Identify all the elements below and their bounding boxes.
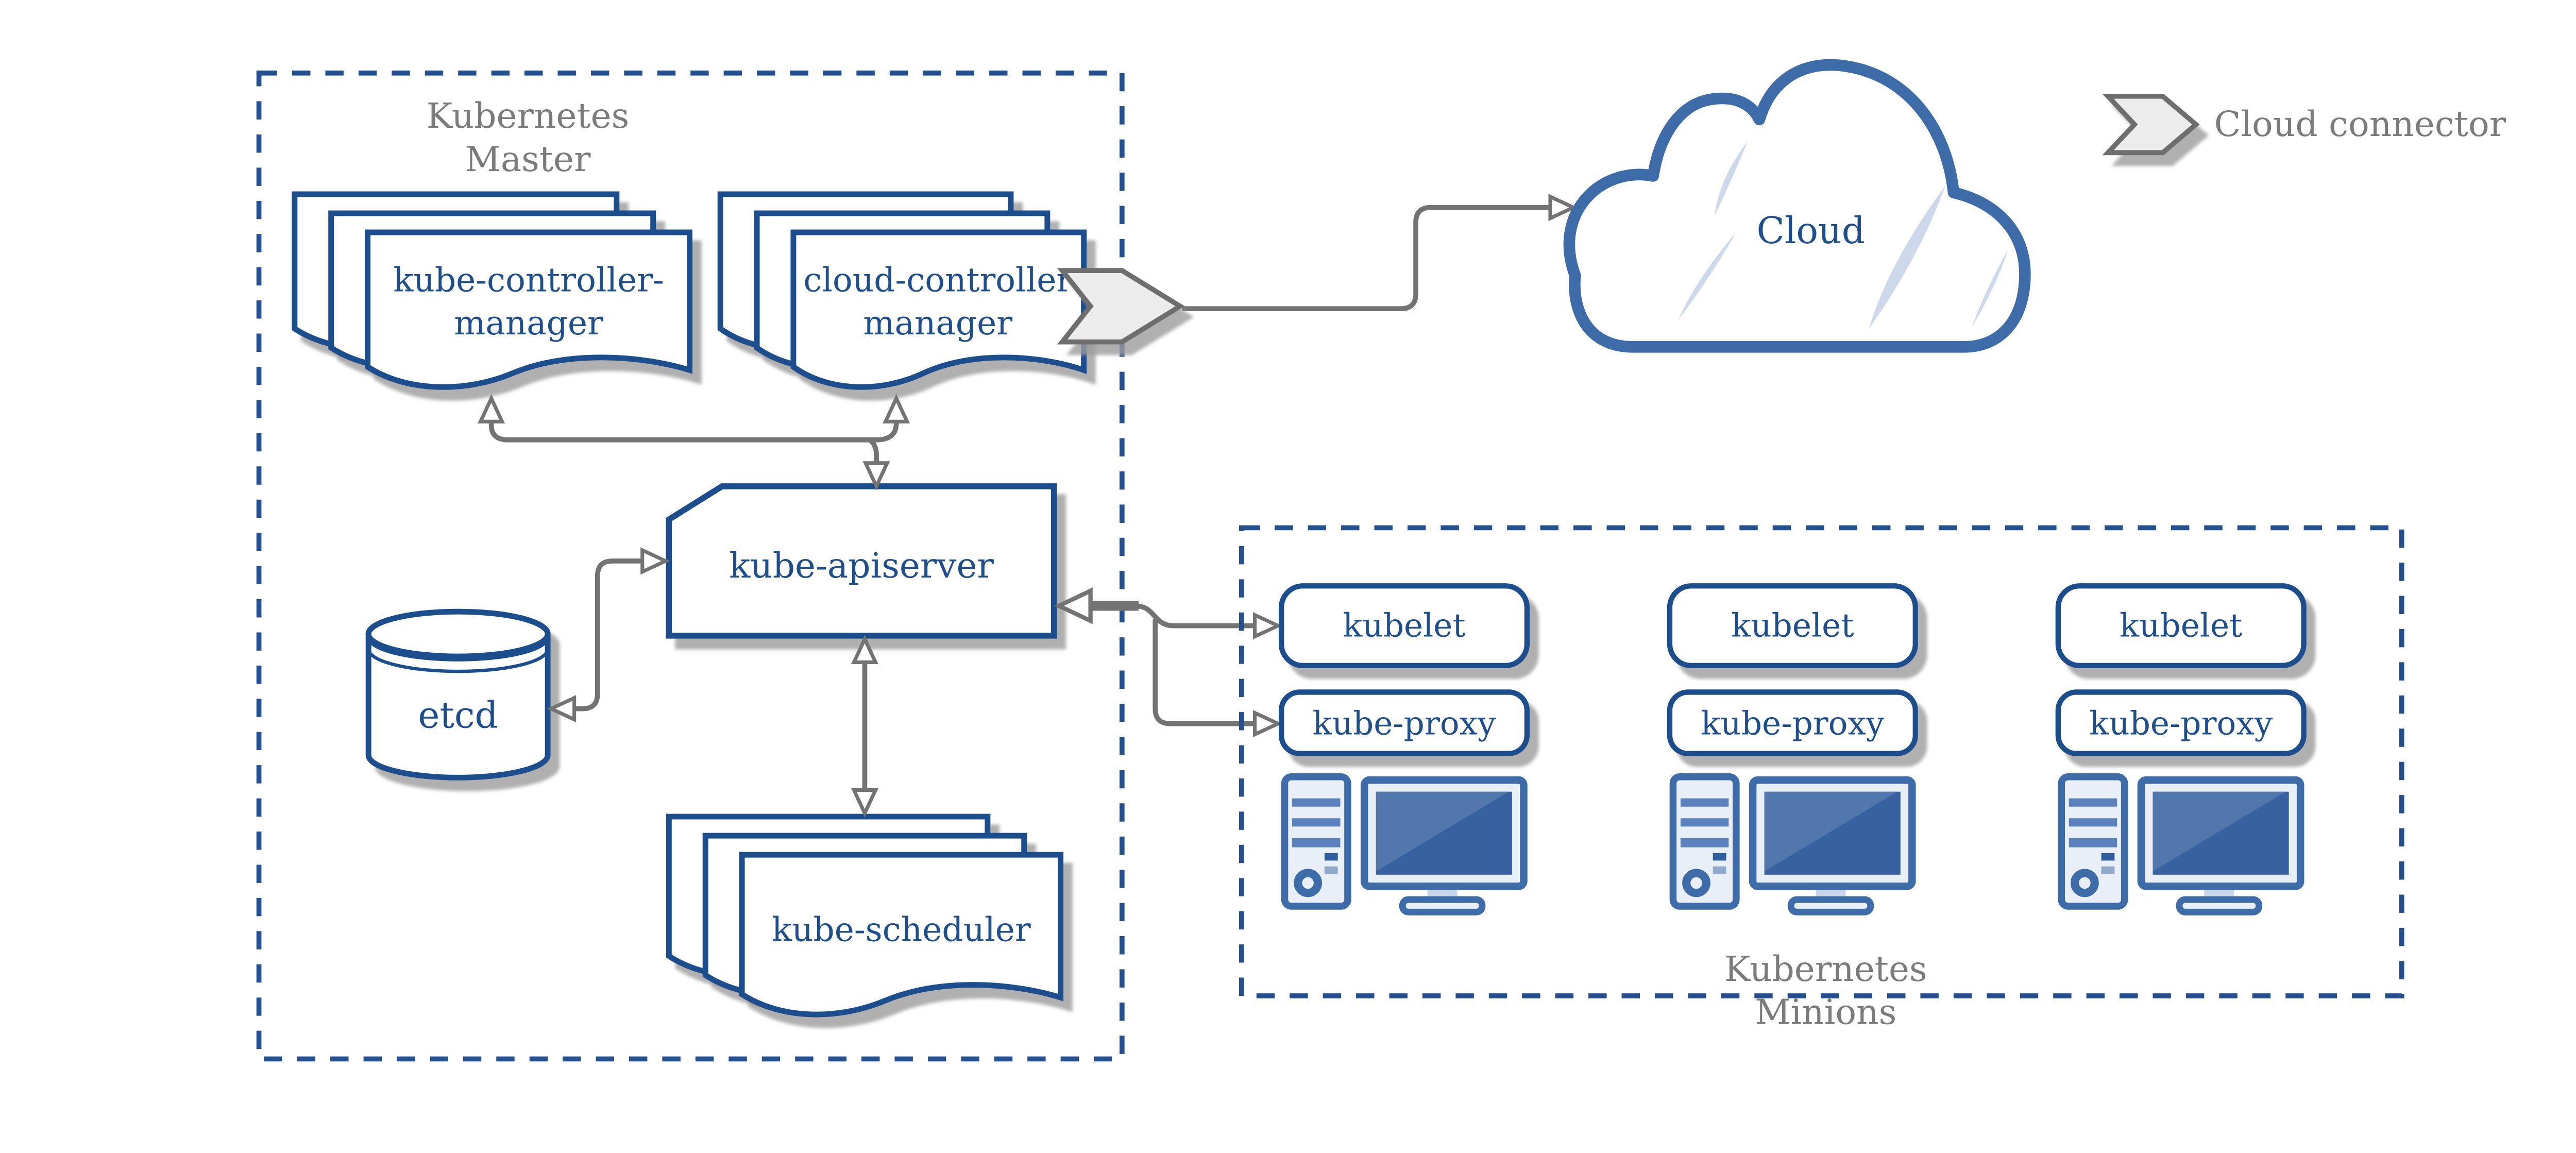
cloud-controller-manager-node: cloud-controller manager bbox=[720, 194, 1084, 387]
apiserver-kubeproxy-connector bbox=[1153, 619, 1255, 726]
kube-apiserver-shape bbox=[666, 483, 1057, 639]
kube-proxy-label-3: kube-proxy bbox=[2089, 705, 2273, 742]
controller-managers-connector bbox=[488, 405, 899, 443]
arrowhead-down-kube-apiserver bbox=[862, 461, 890, 491]
cloud-label: Cloud bbox=[1757, 209, 1866, 252]
kubernetes-master-title-line1: Kubernetes bbox=[427, 95, 630, 136]
etcd-ring-1 bbox=[366, 637, 550, 662]
arrowhead-right-cloud bbox=[1548, 194, 1578, 222]
kube-scheduler-label: kube-scheduler bbox=[772, 911, 1031, 949]
kubernetes-minions-group: kubelet kube-proxy kubelet kube-proxy ku… bbox=[1239, 525, 2404, 1032]
computer-icon-1 bbox=[1285, 777, 1524, 912]
cloud-controller-manager-label-line2: manager bbox=[863, 304, 1012, 343]
minion-node-2: kubelet kube-proxy bbox=[1667, 583, 1918, 912]
diagram-canvas: Kubernetes Master kube-controller- manag… bbox=[256, 59, 2506, 1062]
etcd-node: etcd bbox=[365, 608, 551, 781]
kubernetes-minions-title-line1: Kubernetes bbox=[1724, 948, 1927, 989]
kube-controller-manager-label-line1: kube-controller- bbox=[393, 261, 664, 299]
arrowhead-up-apiserver-bottom bbox=[851, 634, 878, 664]
cloud-connector-chevron-icon bbox=[1057, 268, 1185, 345]
kube-controller-manager-label-line2: manager bbox=[454, 304, 603, 343]
apiserver-kubelet-connector bbox=[1135, 603, 1255, 629]
kubelet-box-2 bbox=[1667, 583, 1918, 669]
minion-node-3: kubelet kube-proxy bbox=[2055, 583, 2307, 912]
arrowhead-right-kubelet bbox=[1253, 612, 1283, 640]
etcd-apiserver-connector bbox=[554, 558, 642, 711]
arrowhead-up-kube-controller-manager bbox=[478, 394, 505, 423]
kubelet-label-1: kubelet bbox=[1343, 606, 1465, 644]
kube-scheduler-node: kube-scheduler bbox=[669, 817, 1060, 1014]
kubernetes-minions-boundary bbox=[1239, 525, 2404, 998]
kubernetes-architecture-diagram: Kubernetes Master kube-controller- manag… bbox=[256, 59, 2506, 1062]
arrowhead-right-kube-apiserver bbox=[640, 547, 670, 575]
computer-icon-2 bbox=[1673, 777, 1912, 912]
arrowhead-left-etcd bbox=[547, 695, 577, 723]
kubelet-box-1 bbox=[1278, 583, 1530, 669]
arrowhead-right-kube-proxy bbox=[1253, 710, 1283, 738]
kube-proxy-box-1 bbox=[1278, 689, 1530, 756]
arrowhead-left-kube-apiserver bbox=[1054, 587, 1093, 624]
kubelet-label-2: kubelet bbox=[1731, 606, 1854, 644]
arrowhead-down-kube-scheduler bbox=[851, 788, 878, 818]
connectors bbox=[478, 194, 1578, 818]
kube-apiserver-label: kube-apiserver bbox=[729, 545, 994, 586]
etcd-ring-2 bbox=[366, 649, 550, 673]
etcd-label: etcd bbox=[418, 694, 498, 737]
kube-proxy-box-2 bbox=[1667, 689, 1918, 756]
computer-icon-3 bbox=[2061, 777, 2300, 912]
kubernetes-master-boundary bbox=[256, 70, 1125, 1062]
kubelet-box-3 bbox=[2055, 583, 2307, 669]
kube-proxy-box-3 bbox=[2055, 689, 2307, 756]
kubernetes-minions-title-line2: Minions bbox=[1755, 992, 1896, 1032]
kube-controller-manager-node: kube-controller- manager bbox=[295, 194, 690, 387]
minion-node-1: kubelet kube-proxy bbox=[1278, 583, 1530, 912]
arrowhead-up-cloud-controller-manager bbox=[883, 394, 910, 423]
ccm-cloud-connector bbox=[1181, 205, 1551, 312]
kube-apiserver-node: kube-apiserver bbox=[666, 483, 1057, 639]
apiserver-branch-connector bbox=[868, 437, 879, 480]
cloud-node: Cloud bbox=[1563, 59, 2031, 353]
legend: Cloud connector bbox=[2102, 94, 2506, 156]
etcd-cylinder-top bbox=[365, 608, 551, 659]
cloud-shape bbox=[1563, 59, 2031, 353]
legend-chevron-icon bbox=[2102, 94, 2200, 156]
kube-proxy-label-1: kube-proxy bbox=[1312, 705, 1496, 742]
kubernetes-master-title-line2: Master bbox=[465, 139, 591, 179]
cloud-highlight-1 bbox=[1714, 141, 1748, 216]
kubernetes-master-group: Kubernetes Master kube-controller- manag… bbox=[256, 70, 1125, 1062]
cloud-highlight-4 bbox=[1972, 249, 2009, 327]
cloud-highlight-2 bbox=[1678, 232, 1736, 320]
legend-cloud-connector-label: Cloud connector bbox=[2214, 104, 2506, 144]
cloud-highlight-3 bbox=[1869, 185, 1945, 329]
cloud-controller-manager-label-line1: cloud-controller bbox=[803, 261, 1072, 299]
kube-proxy-label-2: kube-proxy bbox=[1701, 705, 1885, 742]
kubelet-label-3: kubelet bbox=[2120, 606, 2242, 644]
